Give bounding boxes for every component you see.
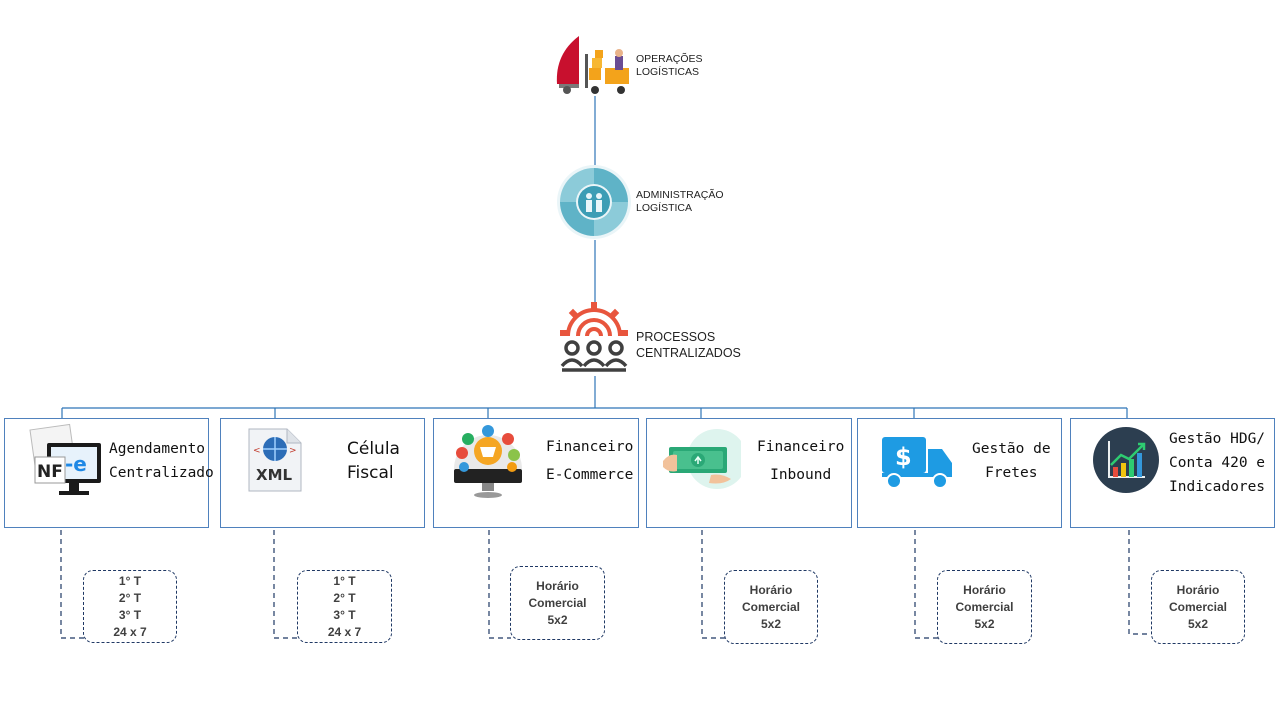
schedule-box-celula-fiscal: 1° T 2° T 3° T 24 x 7 <box>297 570 392 643</box>
area-card-agendamento: NF -e Agendamento Centralizado <box>4 418 214 528</box>
dashed-connector-1 <box>60 530 84 639</box>
schedule-box-financeiro-inbound: Horário Comercial 5x2 <box>724 570 818 644</box>
ecommerce-monitor-icon <box>448 423 528 503</box>
schedule-line: 3° T <box>333 607 356 622</box>
schedule-line: Comercial <box>1168 599 1228 614</box>
node-administracao-line-2: LOGÍSTICA <box>636 202 693 214</box>
node-operacoes-line-1: OPERAÇÕES <box>636 53 703 65</box>
schedule-line: 24 x 7 <box>327 624 362 639</box>
forklift-icon <box>555 34 633 96</box>
schedule-line: 5x2 <box>760 616 782 631</box>
schedule-line: 3° T <box>118 607 142 622</box>
schedule-line: 2° T <box>333 590 356 605</box>
dashed-connector-2 <box>273 530 298 639</box>
schedule-line: 2° T <box>118 590 142 605</box>
schedule-line: Horário <box>536 578 579 593</box>
node-administracao-line-1: ADMINISTRAÇÃO <box>636 189 724 201</box>
svg-text:-e: -e <box>65 452 87 476</box>
area-title-financeiro-inbound: Financeiro Inbound <box>757 439 845 483</box>
nfe-monitor-icon: NF -e <box>29 423 105 501</box>
area-card-financeiro-inbound: Financeiro Inbound <box>646 418 852 528</box>
schedule-line: 5x2 <box>547 612 568 627</box>
schedule-line: 24 x 7 <box>113 624 147 639</box>
schedule-line: Horário <box>749 582 793 597</box>
svg-text:NF: NF <box>37 462 63 482</box>
node-processos-line-2: CENTRALIZADOS <box>636 346 741 360</box>
schedule-line: 1° T <box>118 573 142 588</box>
svg-text:>: > <box>289 446 297 456</box>
schedule-box-financeiro-ecommerce: Horário Comercial 5x2 <box>510 566 605 640</box>
schedule-box-agendamento: 1° T 2° T 3° T 24 x 7 <box>83 570 177 643</box>
dollar-truck-icon: $ <box>880 431 956 491</box>
puzzle-team-icon <box>556 164 632 240</box>
area-title-gestao-hdg: Gestão HDG/ Conta 420 e Indicadores <box>1169 431 1266 495</box>
schedule-line: 1° T <box>333 573 356 588</box>
schedule-line: Horário <box>963 582 1006 597</box>
dashed-connector-6 <box>1128 530 1152 635</box>
area-card-financeiro-ecommerce: Financeiro E-Commerce <box>433 418 639 528</box>
xml-document-icon: < > XML <box>243 425 307 495</box>
area-title-financeiro-ecommerce: Financeiro E-Commerce <box>546 439 634 483</box>
schedule-line: 5x2 <box>974 616 995 631</box>
schedule-line: Comercial <box>955 599 1014 614</box>
schedule-line: Horário <box>1176 582 1220 597</box>
area-title-celula-fiscal: Célula Fiscal <box>347 439 400 483</box>
node-administracao-label: ADMINISTRAÇÃO LOGÍSTICA <box>636 189 724 215</box>
svg-text:<: < <box>253 446 261 456</box>
growth-chart-icon <box>1091 425 1161 495</box>
area-title-gestao-fretes: Gestão de Fretes <box>972 441 1051 481</box>
dashed-connector-4 <box>701 530 725 639</box>
svg-text:$: $ <box>895 443 912 471</box>
schedule-box-gestao-fretes: Horário Comercial 5x2 <box>937 570 1032 644</box>
node-processos-label: PROCESSOS CENTRALIZADOS <box>636 329 741 361</box>
schedule-line: Comercial <box>741 599 801 614</box>
schedule-box-gestao-hdg: Horário Comercial 5x2 <box>1151 570 1245 644</box>
gear-team-icon <box>558 300 630 376</box>
node-operacoes-line-2: LOGÍSTICAS <box>636 66 700 78</box>
node-operacoes-label: OPERAÇÕES LOGÍSTICAS <box>636 53 703 79</box>
schedule-line: 5x2 <box>1187 616 1209 631</box>
svg-text:XML: XML <box>256 466 292 484</box>
schedule-line: Comercial <box>528 595 587 610</box>
area-card-gestao-hdg: Gestão HDG/ Conta 420 e Indicadores <box>1070 418 1275 528</box>
dashed-connector-5 <box>914 530 938 639</box>
node-processos-line-1: PROCESSOS <box>636 330 716 344</box>
area-title-agendamento: Agendamento Centralizado <box>109 441 214 481</box>
money-hand-icon <box>661 427 747 493</box>
area-card-celula-fiscal: < > XML Célula Fiscal <box>220 418 425 528</box>
area-card-gestao-fretes: $ Gestão de Fretes <box>857 418 1062 528</box>
dashed-connector-3 <box>488 530 511 639</box>
